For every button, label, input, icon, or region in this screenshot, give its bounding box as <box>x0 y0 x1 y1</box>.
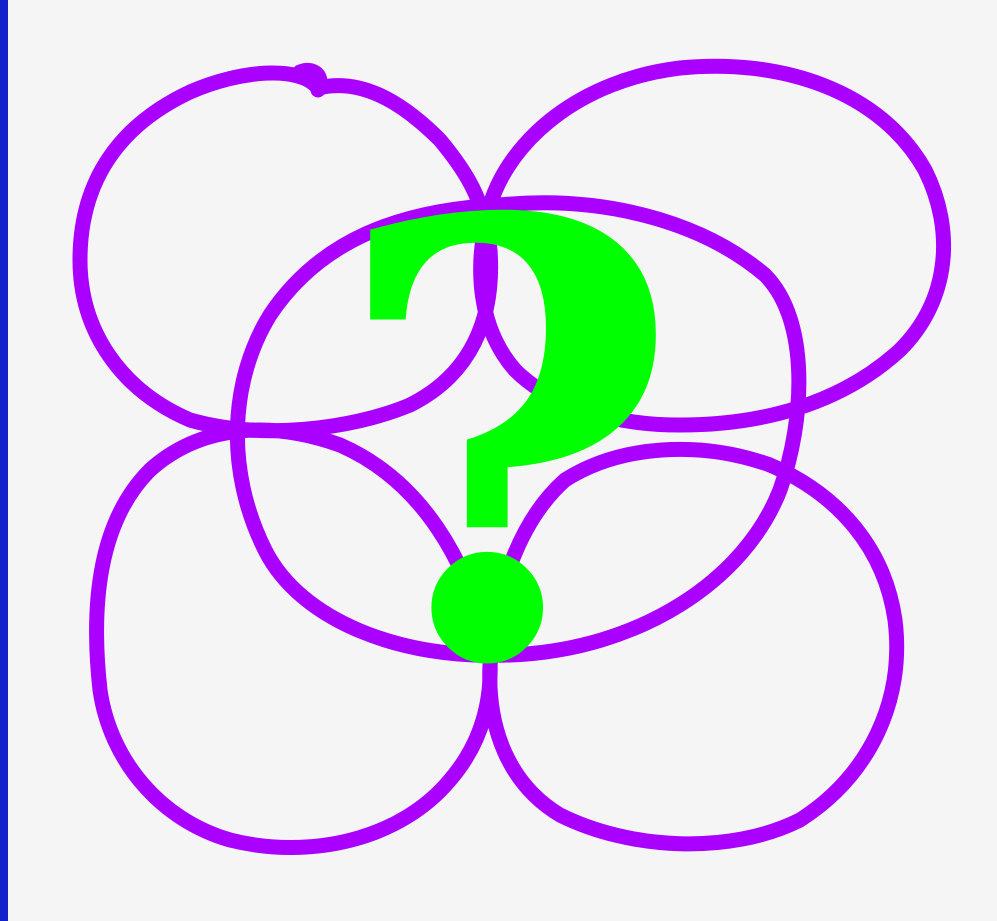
question-mark-icon: ? <box>331 92 683 797</box>
